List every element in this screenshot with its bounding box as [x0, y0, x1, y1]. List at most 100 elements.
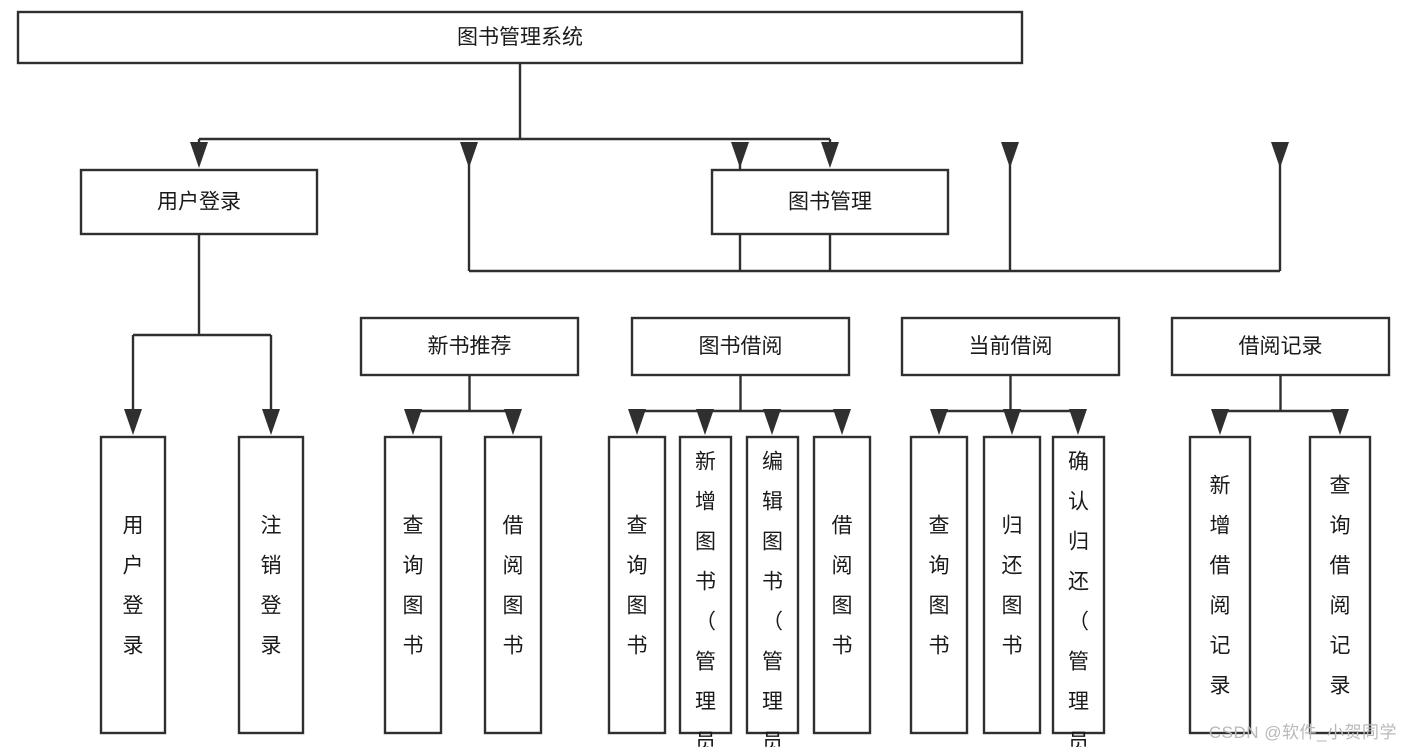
node-box-book-manage[interactable] — [710, 168, 950, 236]
node-leaf-user-login[interactable]: 用户登录 — [99, 435, 167, 735]
node-label-char: 图 — [627, 595, 648, 618]
node-label-char: 增 — [1210, 515, 1231, 538]
node-borrow-record[interactable]: 借阅记录 — [1170, 316, 1391, 377]
node-label-char: 书 — [832, 635, 853, 658]
node-label-char: 增 — [695, 491, 716, 514]
node-label-char: 书 — [695, 571, 716, 594]
node-label-char: 图 — [503, 595, 524, 618]
node-user-login[interactable]: 用户登录 — [79, 168, 319, 236]
node-label-char: 录 — [123, 635, 144, 658]
node-label-char: 录 — [1330, 675, 1351, 698]
node-label-char: 还 — [1068, 571, 1089, 594]
node-label-char: 员 — [1068, 731, 1089, 747]
node-label-char: 确 — [1068, 451, 1089, 474]
node-box-root[interactable] — [16, 10, 1024, 65]
arrow-head-icon — [833, 409, 851, 435]
node-label-char: 编 — [762, 451, 783, 474]
node-box-leaf-user-logout[interactable] — [237, 435, 305, 735]
node-box-leaf-add-book-admin[interactable] — [678, 435, 733, 735]
node-label-char: （ — [695, 611, 716, 634]
node-label-char: 录 — [261, 635, 282, 658]
node-box-current-borrow[interactable] — [900, 316, 1121, 377]
node-label-char: 认 — [1068, 491, 1089, 514]
node-label-char: 销 — [261, 555, 282, 578]
node-box-user-login[interactable] — [79, 168, 319, 236]
node-box-leaf-user-login[interactable] — [99, 435, 167, 735]
node-label-char: （ — [762, 611, 783, 634]
arrow-head-icon — [763, 409, 781, 435]
node-label-char: （ — [1068, 611, 1089, 634]
node-box-leaf-borrow-book-rec[interactable] — [483, 435, 543, 735]
node-box-borrow-record[interactable] — [1170, 316, 1391, 377]
node-label-char: 借 — [832, 515, 853, 538]
node-book-manage[interactable]: 图书管理 — [710, 168, 950, 236]
node-label-char: 记 — [1210, 635, 1231, 658]
node-box-new-book-recommend[interactable] — [359, 316, 580, 377]
arrow-head-icon — [1069, 409, 1087, 435]
node-box-leaf-query-book-cur[interactable] — [909, 435, 969, 735]
arrow-head-icon — [696, 409, 714, 435]
node-label-char: 归 — [1002, 515, 1023, 538]
node-box-book-borrow[interactable] — [630, 316, 851, 377]
node-current-borrow[interactable]: 当前借阅 — [900, 316, 1121, 377]
node-label-char: 注 — [261, 515, 282, 538]
arrow-head-icon — [1271, 142, 1289, 168]
node-box-leaf-query-book-borrow[interactable] — [607, 435, 667, 735]
node-box-leaf-query-borrow-record[interactable] — [1308, 435, 1372, 735]
arrow-head-icon — [930, 409, 948, 435]
node-label-char: 新 — [695, 451, 716, 474]
arrow-head-icon — [821, 142, 839, 168]
node-new-book-recommend[interactable]: 新书推荐 — [359, 316, 580, 377]
node-label-char: 管 — [1068, 651, 1089, 674]
node-label-current-borrow: 当前借阅 — [969, 335, 1053, 358]
node-label-char: 查 — [1330, 475, 1351, 498]
arrow-head-icon — [504, 409, 522, 435]
node-box-leaf-confirm-return-admin[interactable] — [1051, 435, 1106, 735]
node-root[interactable]: 图书管理系统 — [16, 10, 1024, 65]
node-boxes-layer: 图书管理系统用户登录图书管理新书推荐图书借阅当前借阅借阅记录用户登录注销登录查询… — [16, 10, 1391, 747]
arrow-head-icon — [731, 142, 749, 168]
node-box-leaf-add-borrow-record[interactable] — [1188, 435, 1252, 735]
node-label-char: 图 — [1002, 595, 1023, 618]
node-label-char: 阅 — [503, 555, 524, 578]
arrow-head-icon — [262, 409, 280, 435]
node-label-char: 理 — [695, 691, 716, 714]
node-label-char: 阅 — [1210, 595, 1231, 618]
node-label-char: 书 — [1002, 635, 1023, 658]
node-label-char: 书 — [762, 571, 783, 594]
arrow-head-icon — [1331, 409, 1349, 435]
node-book-borrow[interactable]: 图书借阅 — [630, 316, 851, 377]
node-label-char: 记 — [1330, 635, 1351, 658]
node-box-leaf-edit-book-admin[interactable] — [745, 435, 800, 735]
node-box-leaf-borrow-book[interactable] — [812, 435, 872, 735]
node-label-char: 图 — [832, 595, 853, 618]
node-label-char: 图 — [403, 595, 424, 618]
node-box-leaf-return-book[interactable] — [982, 435, 1042, 735]
node-label-char: 登 — [261, 595, 282, 618]
node-label-char: 录 — [1210, 675, 1231, 698]
node-label-char: 查 — [929, 515, 950, 538]
node-label-char: 理 — [762, 691, 783, 714]
arrow-head-icon — [404, 409, 422, 435]
node-label-char: 管 — [695, 651, 716, 674]
node-label-char: 书 — [503, 635, 524, 658]
node-label-char: 用 — [123, 515, 144, 538]
arrow-head-icon — [1001, 142, 1019, 168]
node-label-char: 借 — [1210, 555, 1231, 578]
node-box-leaf-query-book-rec[interactable] — [383, 435, 443, 735]
node-label-char: 管 — [762, 651, 783, 674]
